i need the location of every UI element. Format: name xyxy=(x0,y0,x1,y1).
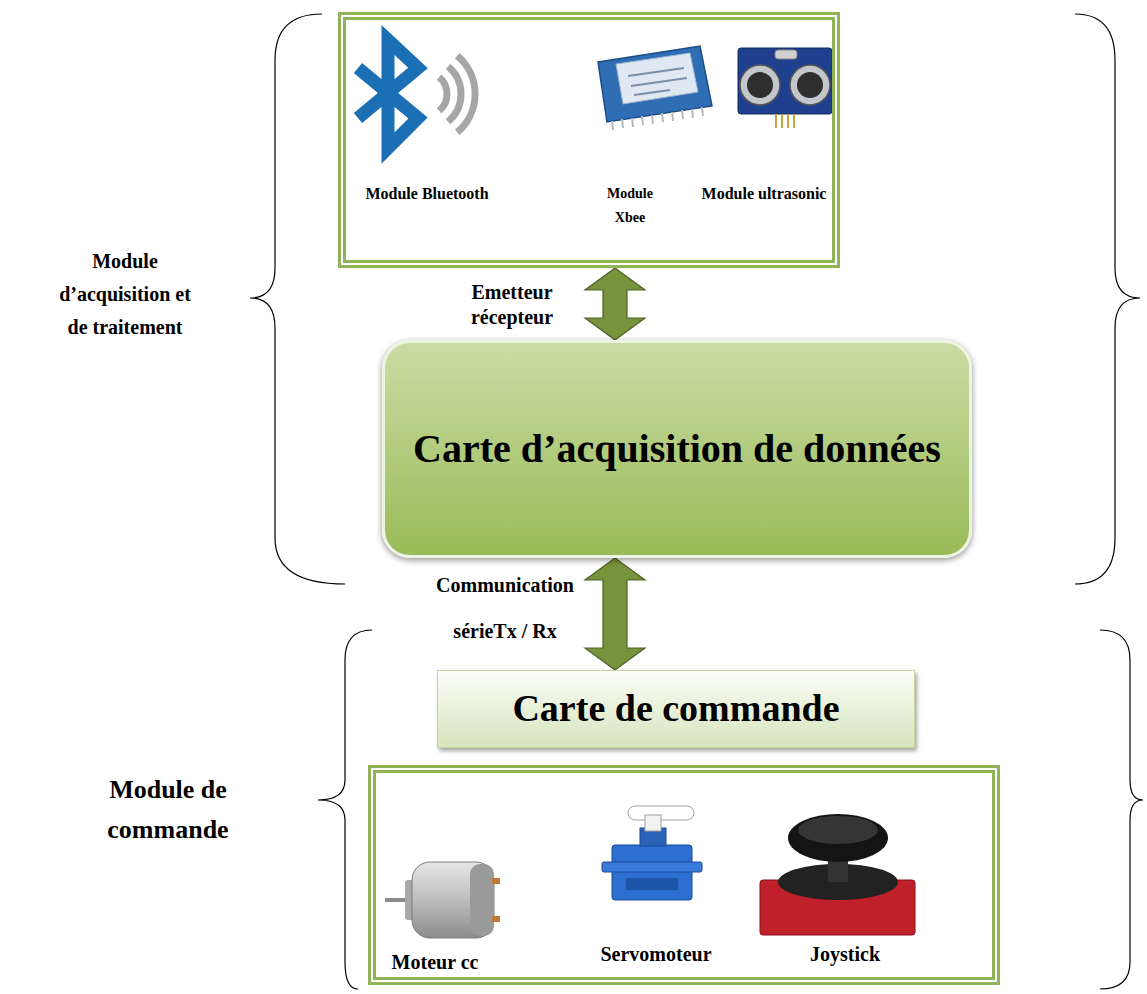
component-label: Module Xbee xyxy=(599,182,661,230)
group-label: Module d’acquisition et de traitement xyxy=(50,245,200,344)
double-arrow xyxy=(585,558,645,670)
group-brace xyxy=(250,14,345,584)
component-label: Servomoteur xyxy=(600,942,711,966)
actuator-panel: Moteur cc Servomoteur Joystick xyxy=(368,765,1000,985)
board-title: Carte de commande xyxy=(512,686,839,732)
component-label: Moteur cc xyxy=(392,950,479,974)
joystick-icon xyxy=(760,814,915,935)
group-brace xyxy=(1100,630,1143,989)
control-board: Carte de commande xyxy=(437,670,915,748)
connector-label: Emetteur récepteur xyxy=(462,280,562,330)
servo-motor-icon xyxy=(602,806,702,900)
component-label: Joystick xyxy=(810,942,880,966)
double-arrow xyxy=(585,268,645,340)
component-panel: Module Bluetooth Module Xbee Module ultras… xyxy=(338,12,840,268)
dc-motor-icon xyxy=(385,862,500,938)
component-label: Module ultrasonic xyxy=(702,184,827,204)
component-label: Module Bluetooth xyxy=(365,184,488,204)
group-brace xyxy=(1075,14,1140,584)
acquisition-board: Carte d’acquisition de données xyxy=(382,340,972,558)
group-brace xyxy=(318,630,372,989)
connector-label: Communication sérieTx / Rx xyxy=(430,562,580,654)
board-title: Carte d’acquisition de données xyxy=(413,425,941,473)
xbee-module-icon xyxy=(598,46,712,130)
ultrasonic-sensor-icon xyxy=(738,48,832,128)
group-label: Module de commande xyxy=(88,770,248,850)
bluetooth-icon xyxy=(358,40,475,148)
